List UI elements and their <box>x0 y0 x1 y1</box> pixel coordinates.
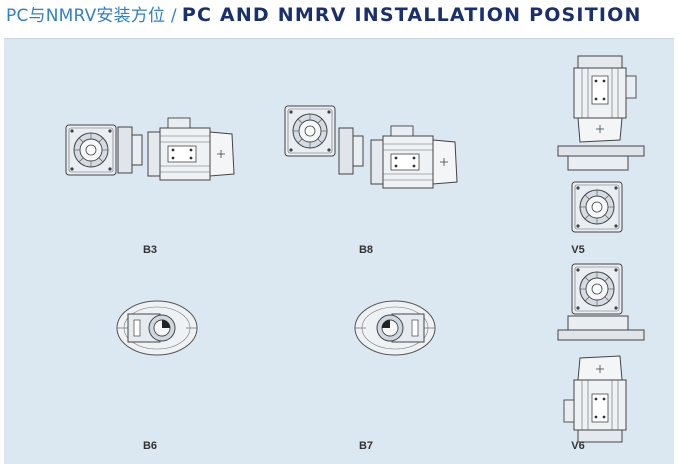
label-b7: B7 <box>358 440 374 452</box>
b8-drawing <box>284 105 458 189</box>
page-title: PC与NMRV安装方位 / PC AND NMRV INSTALLATION P… <box>6 0 642 30</box>
label-b8: B8 <box>358 244 374 256</box>
label-v5: V5 <box>571 244 585 256</box>
b7-drawing <box>354 300 436 356</box>
label-v6: V6 <box>571 440 585 452</box>
b6-drawing <box>116 300 198 356</box>
label-b3: B3 <box>142 244 158 256</box>
v5-drawing <box>557 55 645 233</box>
drawing-panel <box>4 38 674 464</box>
title-chinese: PC与NMRV安装方位 / <box>6 6 177 26</box>
label-b6: B6 <box>142 440 158 452</box>
b3-drawing <box>65 117 235 181</box>
title-english: PC AND NMRV INSTALLATION POSITION <box>181 4 642 26</box>
v6-drawing <box>557 263 645 443</box>
